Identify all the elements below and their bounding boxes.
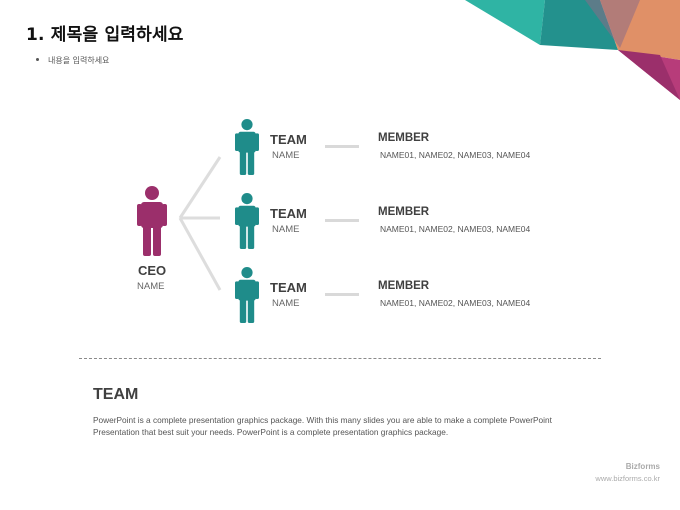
team-person-icon xyxy=(235,267,259,323)
description-title: TEAM xyxy=(93,386,139,403)
member-names: NAME01, NAME02, NAME03, NAME04 xyxy=(380,224,531,234)
team-title: TEAM xyxy=(270,206,307,221)
team-person-icon xyxy=(235,119,259,175)
connector-line xyxy=(178,156,222,219)
member-title: MEMBER xyxy=(378,206,430,218)
member-names: NAME01, NAME02, NAME03, NAME04 xyxy=(380,150,531,160)
bullet-text: 내용을 입력하세요 xyxy=(48,56,110,65)
section-divider xyxy=(79,358,601,359)
member-title: MEMBER xyxy=(378,132,430,144)
team-person-icon xyxy=(235,193,259,249)
ceo-name: NAME xyxy=(137,281,165,292)
brand-url: www.bizforms.co.kr xyxy=(595,474,660,483)
team-member-connector xyxy=(325,219,359,222)
team-member-connector xyxy=(325,145,359,148)
team-title: TEAM xyxy=(270,132,307,147)
bullet-item: 내용을 입력하세요 xyxy=(36,55,109,66)
team-name: NAME xyxy=(272,298,300,309)
team-member-connector xyxy=(325,293,359,296)
team-title: TEAM xyxy=(270,280,307,295)
member-title: MEMBER xyxy=(378,280,430,292)
brand-name: Bizforms xyxy=(625,462,660,471)
team-name: NAME xyxy=(272,150,300,161)
description-body: PowerPoint is a complete presentation gr… xyxy=(93,415,552,437)
connector-line xyxy=(178,217,222,291)
page-title: 1. 제목을 입력하세요 xyxy=(26,25,184,45)
team-name: NAME xyxy=(272,224,300,235)
bullet-dot xyxy=(36,58,39,61)
member-names: NAME01, NAME02, NAME03, NAME04 xyxy=(380,298,531,308)
ceo-title: CEO xyxy=(138,263,167,278)
ceo-person-icon xyxy=(137,186,167,256)
